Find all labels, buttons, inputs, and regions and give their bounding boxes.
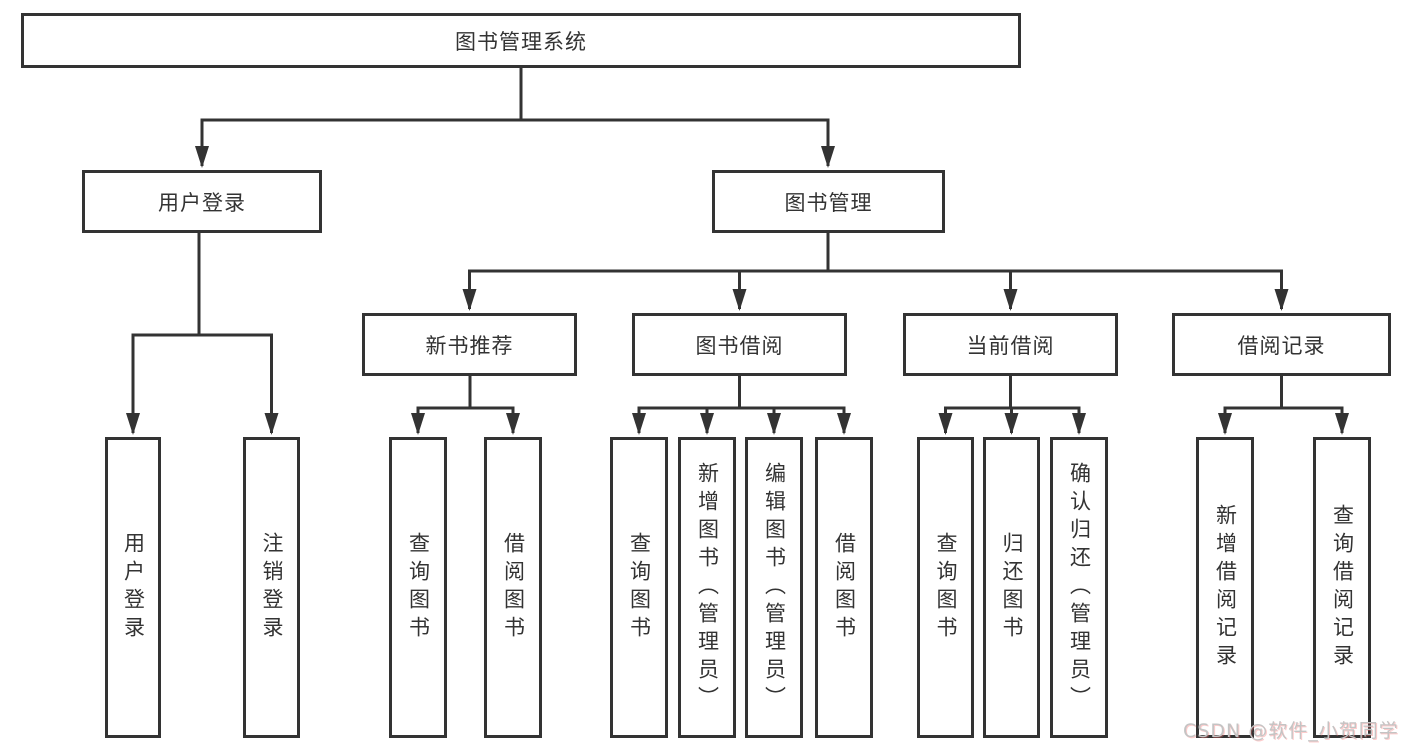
leaf-user-login-label: 用户登录 [121,531,146,644]
leaf-logout: 注销登录 [243,437,300,738]
connector-paths [131,68,1344,433]
leaf-query-books-borrowing: 查询图书 [610,437,668,738]
leaf-return-books: 归还图书 [983,437,1040,738]
node-book-borrowing: 图书借阅 [632,313,847,376]
leaf-query-books-recommend-label: 查询图书 [406,531,431,644]
leaf-confirm-return-admin: 确认归还（管理员） [1050,437,1108,738]
leaf-query-books-current-label: 查询图书 [934,531,958,644]
leaf-borrow-books-label: 借阅图书 [832,531,857,644]
leaf-logout-label: 注销登录 [260,531,284,644]
node-book-management-label: 图书管理 [784,190,873,215]
leaf-add-borrow-record: 新增借阅记录 [1196,437,1254,738]
leaf-borrow-books-recommend: 借阅图书 [484,437,542,738]
leaf-query-borrow-record-label: 查询借阅记录 [1330,503,1355,672]
leaf-edit-books-admin-label: 编辑图书（管理员） [762,461,787,714]
leaf-query-books-borrowing-label: 查询图书 [627,531,652,644]
node-user-login-label: 用户登录 [158,190,246,215]
node-book-borrowing-label: 图书借阅 [695,333,784,358]
leaf-borrow-books: 借阅图书 [815,437,873,738]
leaf-add-books-admin-label: 新增图书（管理员） [695,461,720,714]
node-current-borrowing-label: 当前借阅 [966,333,1055,358]
leaf-edit-books-admin: 编辑图书（管理员） [745,437,803,738]
leaf-query-books-current: 查询图书 [917,437,974,738]
leaf-return-books-label: 归还图书 [1000,531,1024,644]
node-root-system: 图书管理系统 [21,13,1021,68]
node-borrowing-records: 借阅记录 [1172,313,1391,376]
node-new-book-recommend-label: 新书推荐 [425,333,514,358]
csdn-watermark: CSDN @软件_小贺同学 [1183,720,1399,742]
node-book-management: 图书管理 [712,170,945,233]
node-root-label: 图书管理系统 [455,29,587,54]
leaf-borrow-books-recommend-label: 借阅图书 [501,531,526,644]
leaf-query-borrow-record: 查询借阅记录 [1313,437,1371,738]
node-borrowing-records-label: 借阅记录 [1237,333,1326,358]
leaf-add-books-admin: 新增图书（管理员） [678,437,736,738]
leaf-confirm-return-admin-label: 确认归还（管理员） [1067,461,1092,714]
node-current-borrowing: 当前借阅 [903,313,1118,376]
leaf-user-login: 用户登录 [105,437,161,738]
leaf-query-books-recommend: 查询图书 [389,437,447,738]
leaf-add-borrow-record-label: 新增借阅记录 [1213,503,1238,672]
node-new-book-recommend: 新书推荐 [362,313,577,376]
node-user-login-branch: 用户登录 [82,170,322,233]
